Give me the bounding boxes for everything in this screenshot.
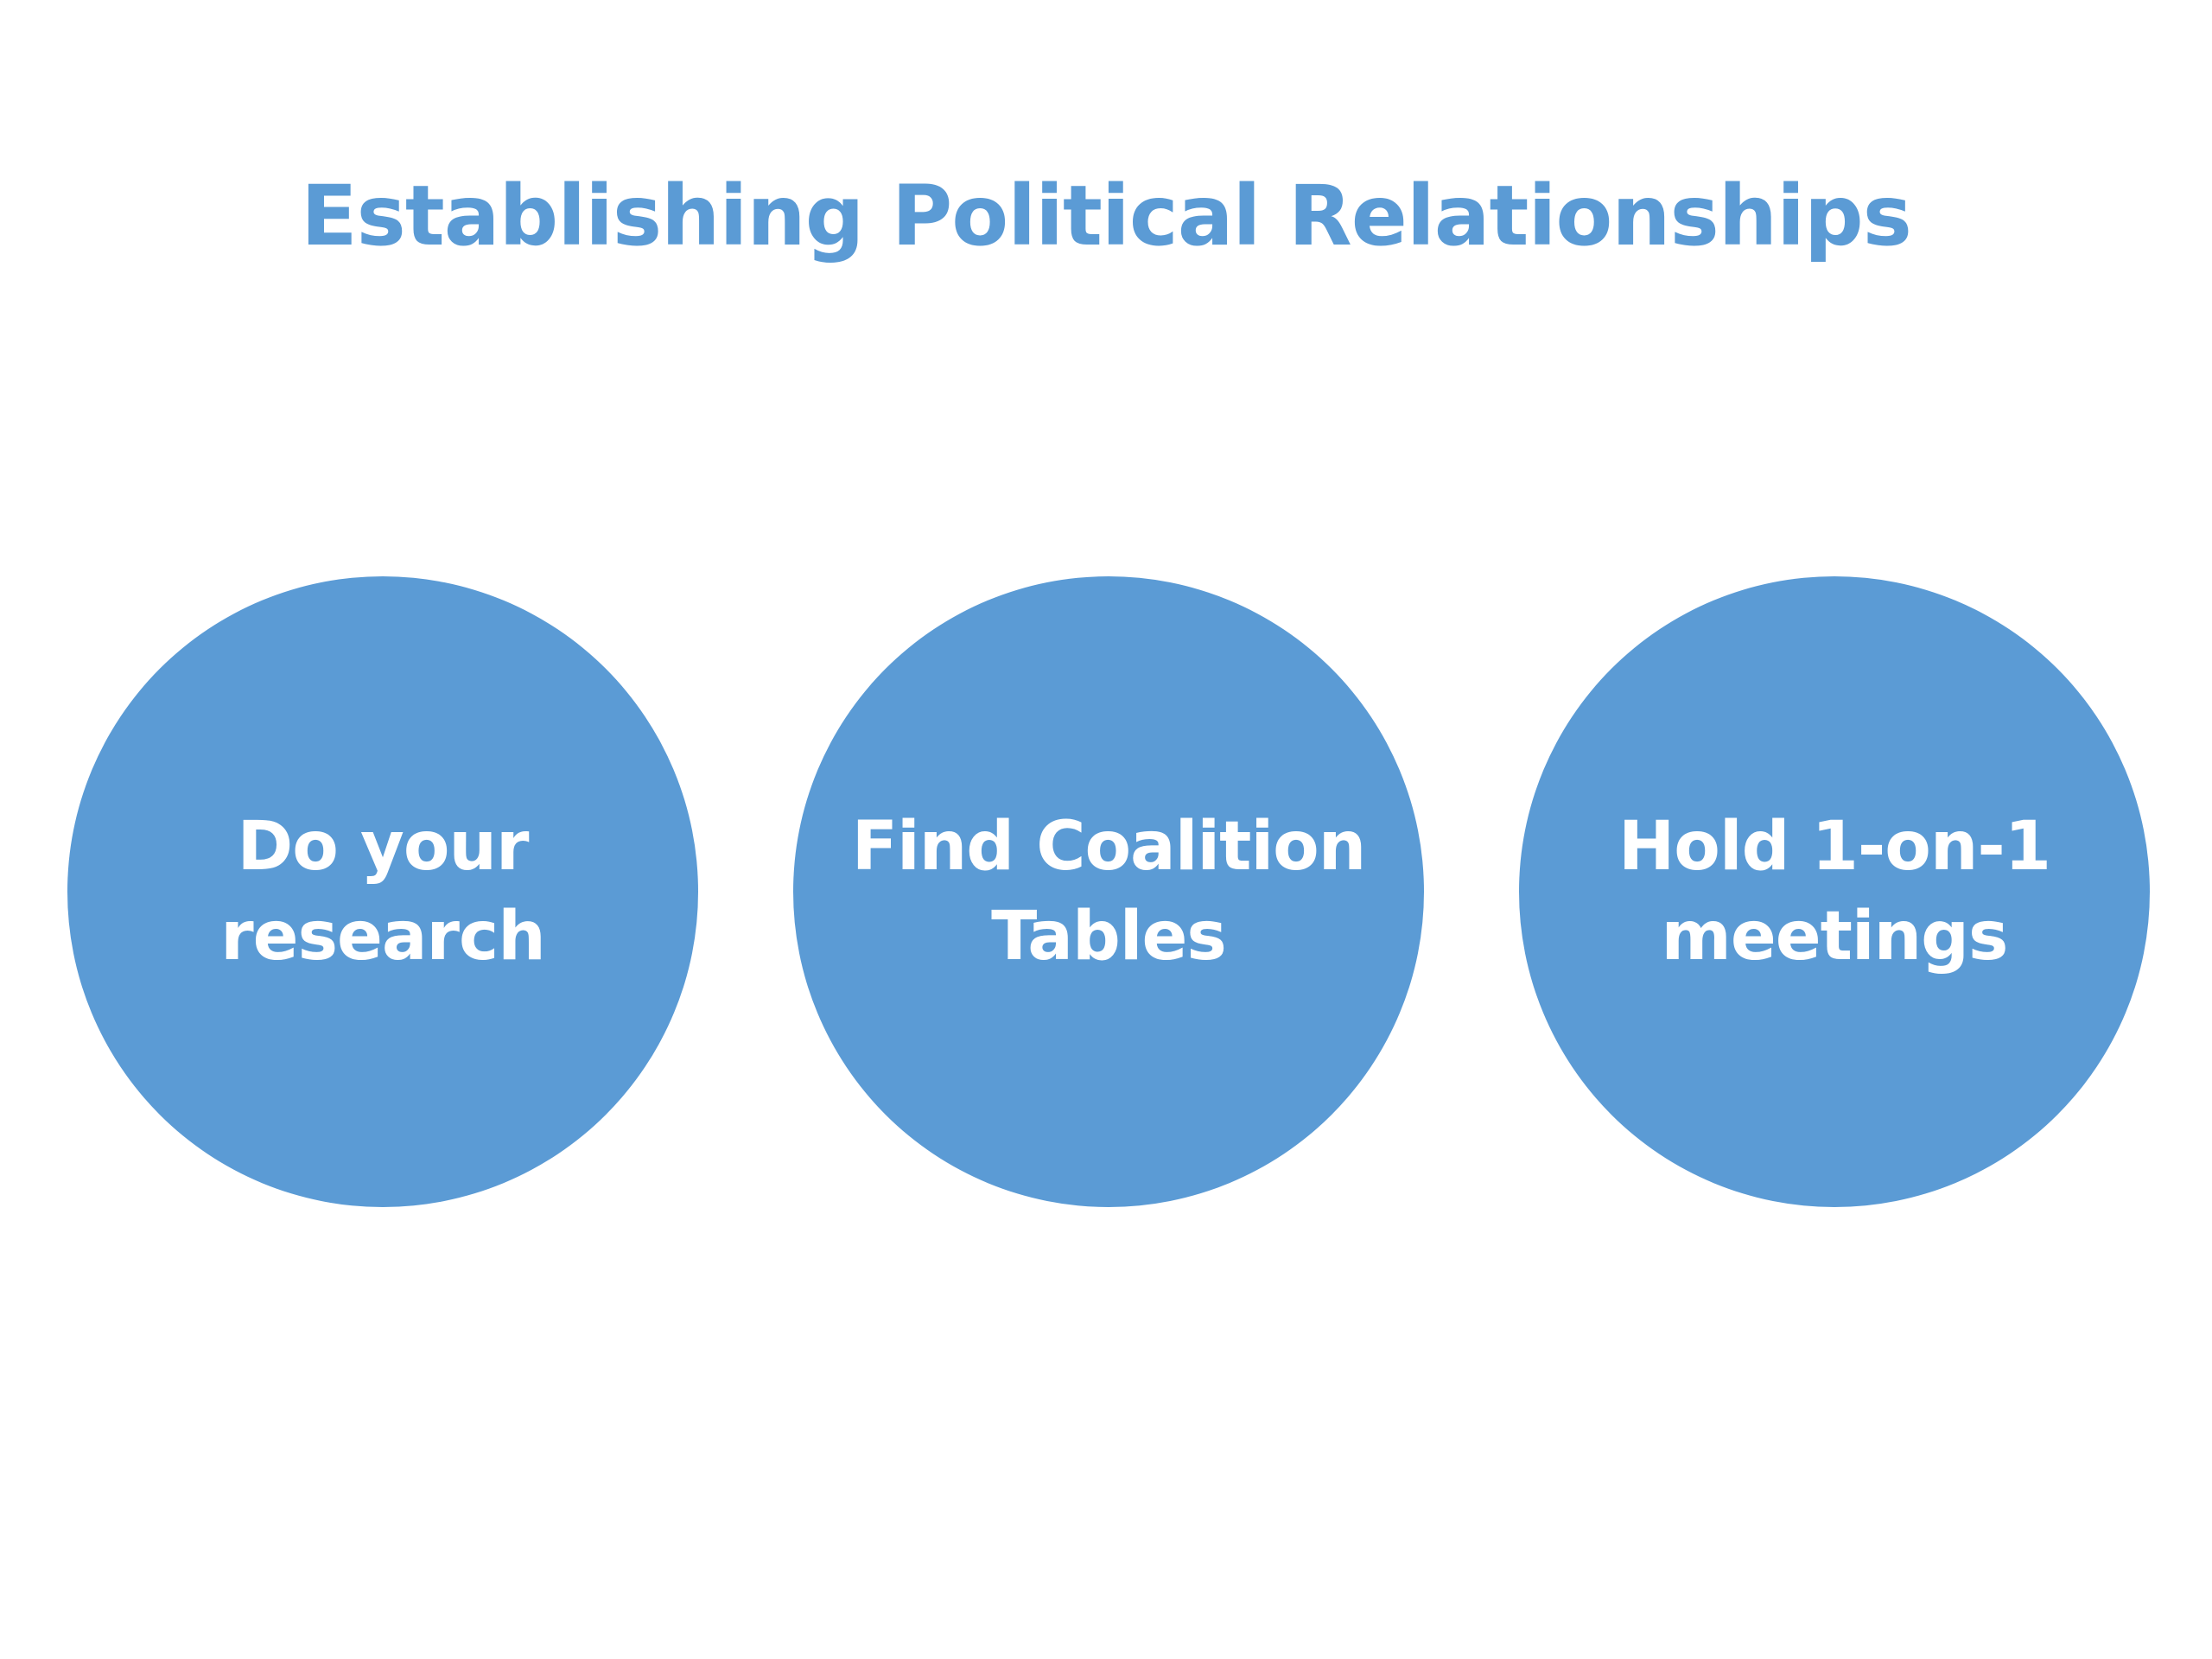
step-circle-meetings: Hold 1-on-1 meetings xyxy=(1519,576,2150,1207)
step-label-line: Tables xyxy=(991,898,1227,976)
step-label: Hold 1-on-1 meetings xyxy=(1575,802,2094,982)
slide-title: Establishing Political Relationships xyxy=(301,168,1912,264)
step-label-line: Hold 1-on-1 xyxy=(1618,808,2051,886)
step-circle-coalition-tables: Find Coalition Tables xyxy=(793,576,1424,1207)
step-label-line: Do your xyxy=(237,808,530,886)
step-label: Do your research xyxy=(124,802,642,982)
step-label-line: meetings xyxy=(1661,898,2009,976)
step-label-line: Find Coalition xyxy=(851,808,1367,886)
step-label-line: research xyxy=(220,898,546,976)
step-label: Find Coalition Tables xyxy=(849,802,1368,982)
step-circle-research: Do your research xyxy=(67,576,698,1207)
